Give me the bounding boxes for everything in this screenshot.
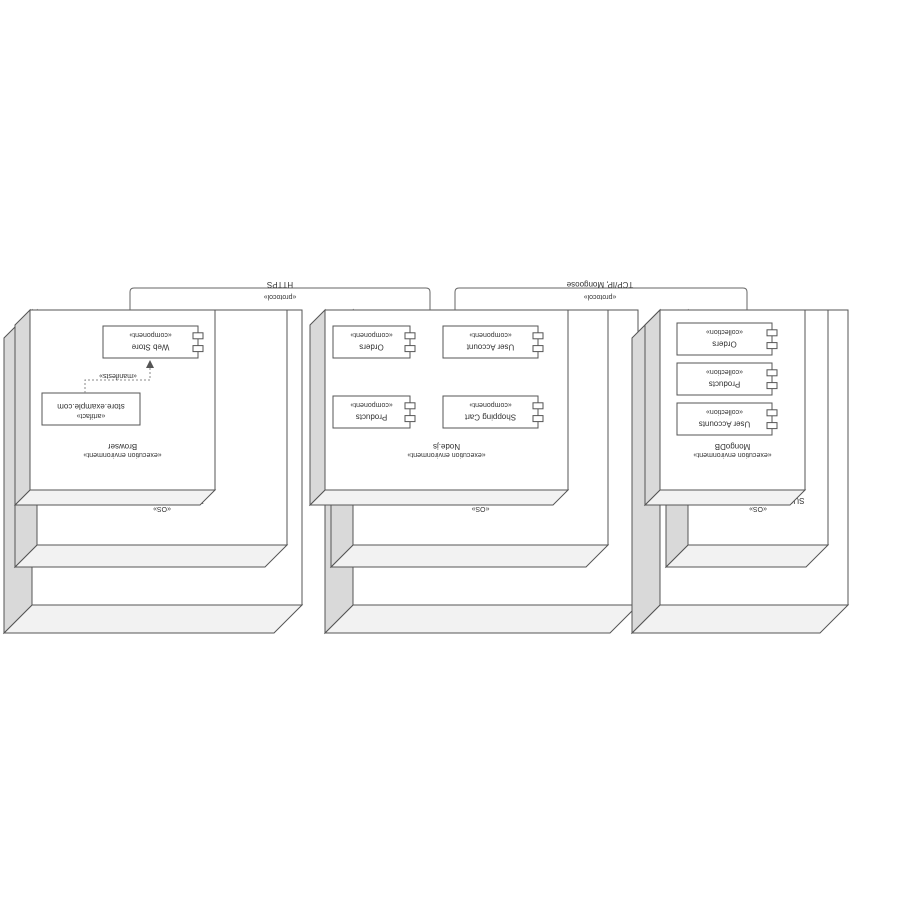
node-0-env-box-side xyxy=(14,308,31,507)
component-user-account-stereotype: «component» xyxy=(469,331,512,338)
node-2-env-stereotype: «execution environment» xyxy=(693,451,771,458)
collection-orders-stereotype: «collection» xyxy=(706,328,743,335)
collection-orders-tab-lower xyxy=(766,329,778,337)
component-user-account-name: User Account xyxy=(466,343,514,352)
node-0-os-stereotype: «OS» xyxy=(153,505,171,512)
collection-products-tab-upper xyxy=(766,382,778,390)
node-1-env-stereotype: «execution environment» xyxy=(407,451,485,458)
artifact-store: «artifact»store.example.com xyxy=(41,392,141,426)
connection-tcp-stereotype: «protocol» xyxy=(584,293,617,300)
component-products-stereotype: «component» xyxy=(350,401,393,408)
component-web-store-body xyxy=(102,325,199,359)
node-2-os-stereotype: «OS» xyxy=(749,505,767,512)
node-0-env-name: Browser xyxy=(107,442,137,451)
collection-products-body xyxy=(676,362,773,396)
component-user-account-tab-upper xyxy=(532,345,544,353)
connection-https-label: HTTPS xyxy=(267,280,293,289)
connection-https-stereotype: «protocol» xyxy=(264,293,297,300)
node-1-device-box-top xyxy=(323,604,640,634)
collection-products: Products «collection» xyxy=(676,362,778,396)
collection-user-accounts-tab-upper xyxy=(766,422,778,430)
node-2-env-name: MongoDB xyxy=(715,442,751,451)
collection-user-accounts-stereotype: «collection» xyxy=(706,408,743,415)
component-orders-name: Orders xyxy=(359,343,383,352)
node-0-os-box-top xyxy=(13,544,289,568)
node-2-env-box-side xyxy=(644,308,661,507)
collection-products-tab-lower xyxy=(766,369,778,377)
diagram-rotated-group: «device»PC/Laptop«OS»Windows/MacOS/Linux… xyxy=(2,280,850,635)
artifact-store-stereotype: «artifact» xyxy=(76,412,105,419)
component-shopping-cart-tab-upper xyxy=(532,415,544,423)
component-shopping-cart-tab-lower xyxy=(532,402,544,410)
component-orders-tab-upper xyxy=(404,345,416,353)
collection-orders: Orders «collection» xyxy=(676,322,778,356)
connection-https: «protocol» HTTPS xyxy=(129,280,431,310)
component-products: Products «component» xyxy=(332,395,416,429)
collection-user-accounts-name: User Accounts xyxy=(699,420,751,429)
component-products-name: Products xyxy=(356,413,388,422)
manifests-label: «manifests» xyxy=(99,372,137,379)
node-1-os-box-top xyxy=(329,544,610,568)
node-0: «device»PC/Laptop«OS»Windows/MacOS/Linux… xyxy=(2,308,304,635)
component-user-account-tab-lower xyxy=(532,332,544,340)
manifests-arrowhead xyxy=(146,360,154,368)
component-products-tab-lower xyxy=(404,402,416,410)
node-2: «device»Database Server«OS»SUSE Linux En… xyxy=(630,308,850,635)
node-0-env-box-top xyxy=(13,489,217,506)
component-shopping-cart-body xyxy=(442,395,539,429)
node-1-env-name: Node.js xyxy=(433,442,460,451)
component-orders-tab-lower xyxy=(404,332,416,340)
component-web-store-tab-lower xyxy=(192,332,204,340)
component-web-store-stereotype: «component» xyxy=(129,331,172,338)
component-orders: Orders «component» xyxy=(332,325,416,359)
node-2-env-box-top xyxy=(643,489,807,506)
collection-orders-body xyxy=(676,322,773,356)
collection-user-accounts: User Accounts «collection» xyxy=(676,402,778,436)
connection-tcp-label: TCP/IP, Mongoose xyxy=(566,280,633,289)
collection-products-stereotype: «collection» xyxy=(706,368,743,375)
component-web-store-tab-upper xyxy=(192,345,204,353)
component-shopping-cart-name: Shopping Cart xyxy=(464,413,516,422)
node-2-os-box-top xyxy=(664,544,830,568)
component-products-body xyxy=(332,395,411,429)
collection-orders-tab-upper xyxy=(766,342,778,350)
node-2-device-box-top xyxy=(630,604,850,634)
component-web-store: Web Store «component» xyxy=(102,325,204,359)
component-user-account: User Account «component» xyxy=(442,325,544,359)
node-1-env-box-top xyxy=(308,489,570,506)
component-shopping-cart: Shopping Cart «component» xyxy=(442,395,544,429)
connection-https-line xyxy=(129,287,431,310)
collection-user-accounts-body xyxy=(676,402,773,436)
component-orders-body xyxy=(332,325,411,359)
component-shopping-cart-stereotype: «component» xyxy=(469,401,512,408)
node-1-os-stereotype: «OS» xyxy=(471,505,489,512)
component-user-account-body xyxy=(442,325,539,359)
connection-tcp-line xyxy=(454,287,748,310)
component-orders-stereotype: «component» xyxy=(350,331,393,338)
collection-products-name: Products xyxy=(709,380,741,389)
component-web-store-name: Web Store xyxy=(131,343,169,352)
collection-user-accounts-tab-lower xyxy=(766,409,778,417)
artifact-store-name: store.example.com xyxy=(57,402,125,411)
node-0-env-stereotype: «execution environment» xyxy=(83,451,161,458)
component-products-tab-upper xyxy=(404,415,416,423)
collection-orders-name: Orders xyxy=(712,340,736,349)
node-1-env-box-side xyxy=(309,308,326,507)
artifact-store-body xyxy=(41,392,141,426)
manifests-arrow-line xyxy=(84,366,151,393)
node-0-device-box-top xyxy=(2,604,304,634)
connection-tcp: «protocol» TCP/IP, Mongoose xyxy=(454,280,748,310)
